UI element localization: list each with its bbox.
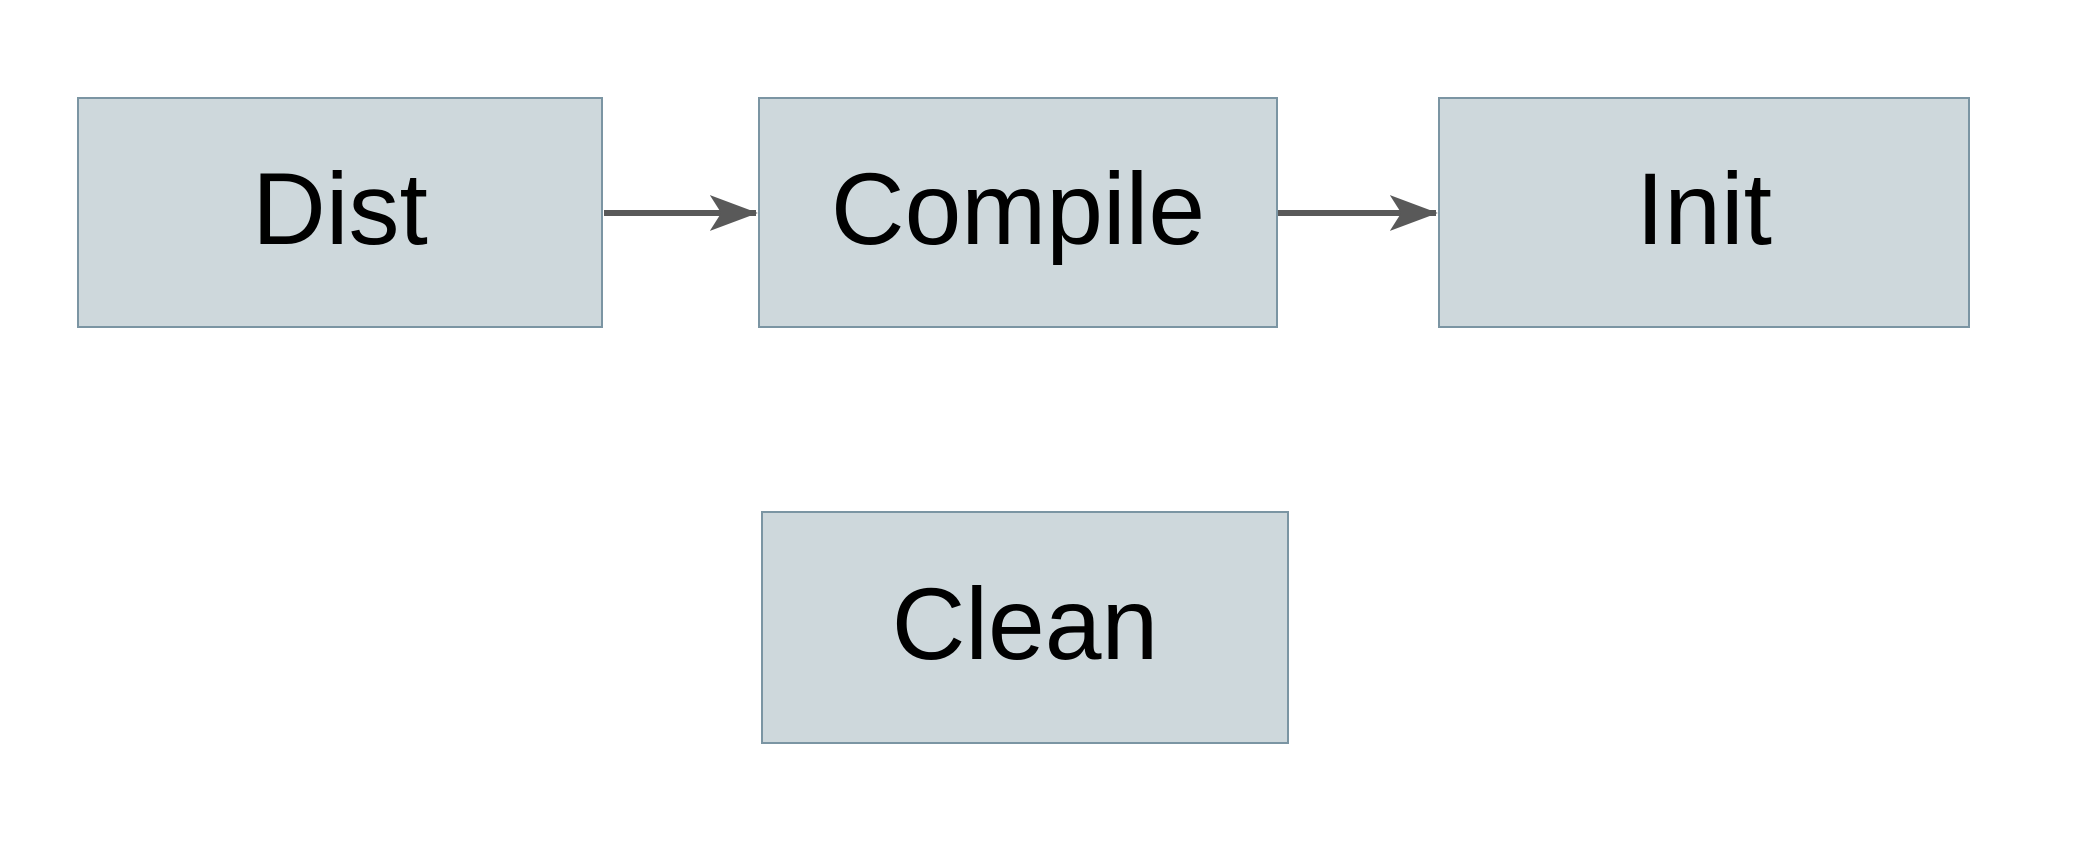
node-clean-label: Clean <box>891 566 1159 681</box>
node-dist: Dist <box>77 97 603 328</box>
node-compile-label: Compile <box>830 151 1206 266</box>
node-clean: Clean <box>761 511 1289 744</box>
node-compile: Compile <box>758 97 1278 328</box>
node-dist-label: Dist <box>252 151 428 266</box>
node-init: Init <box>1438 97 1970 328</box>
node-init-label: Init <box>1635 151 1773 266</box>
